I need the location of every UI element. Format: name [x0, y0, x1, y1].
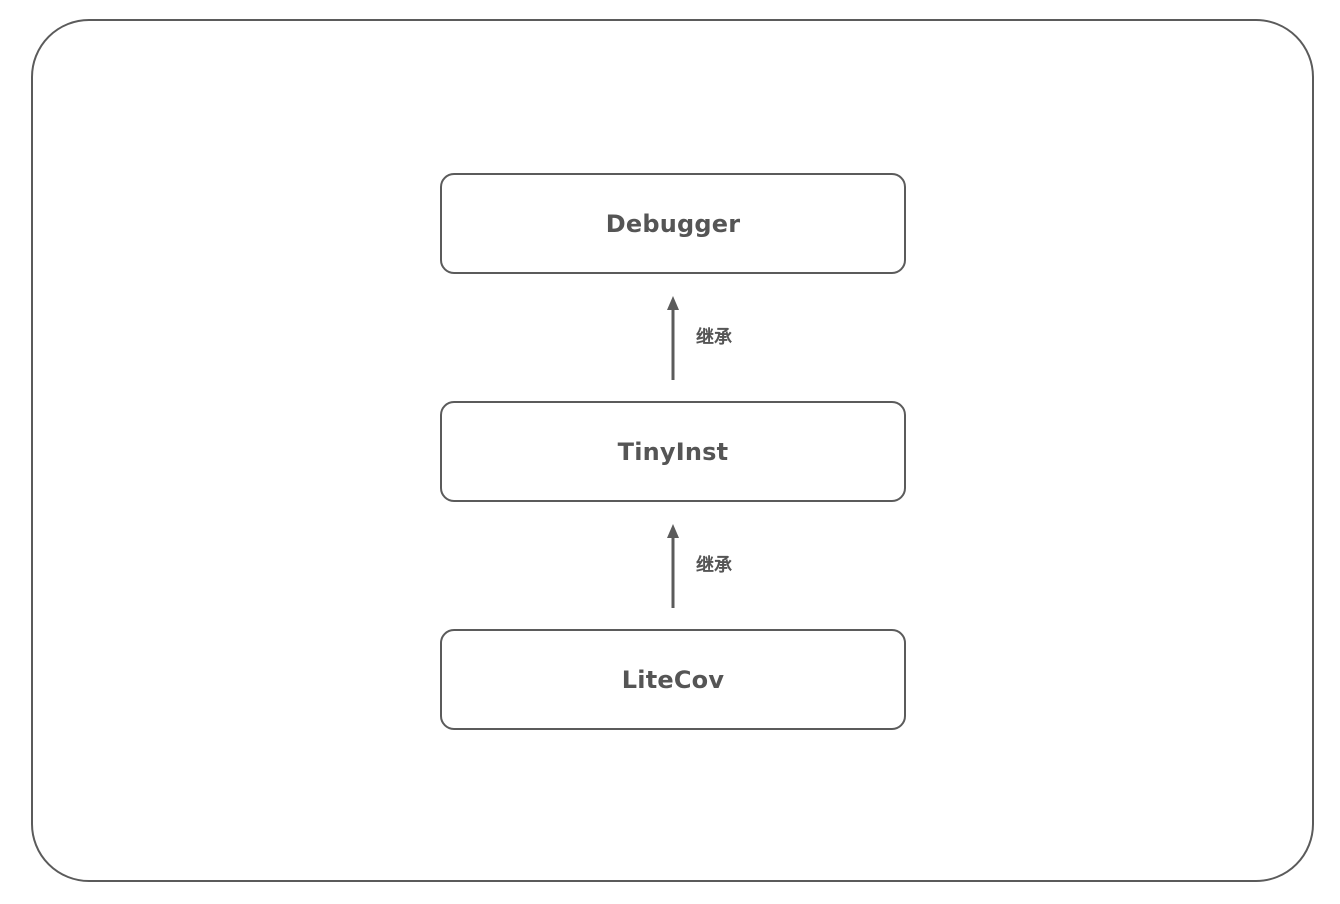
edge-label-inherit-1: 继承 — [696, 327, 732, 348]
node-debugger: Debugger — [440, 173, 906, 274]
node-label-litecov: LiteCov — [621, 665, 725, 694]
inheritance-arrow-tinyinst-to-debugger — [667, 296, 679, 380]
node-litecov: LiteCov — [440, 629, 906, 730]
inheritance-arrow-litecov-to-tinyinst — [667, 524, 679, 608]
edge-label-inherit-2: 继承 — [696, 555, 732, 576]
node-label-tinyinst: TinyInst — [617, 437, 729, 466]
node-label-debugger: Debugger — [605, 209, 741, 238]
node-tinyinst: TinyInst — [440, 401, 906, 502]
